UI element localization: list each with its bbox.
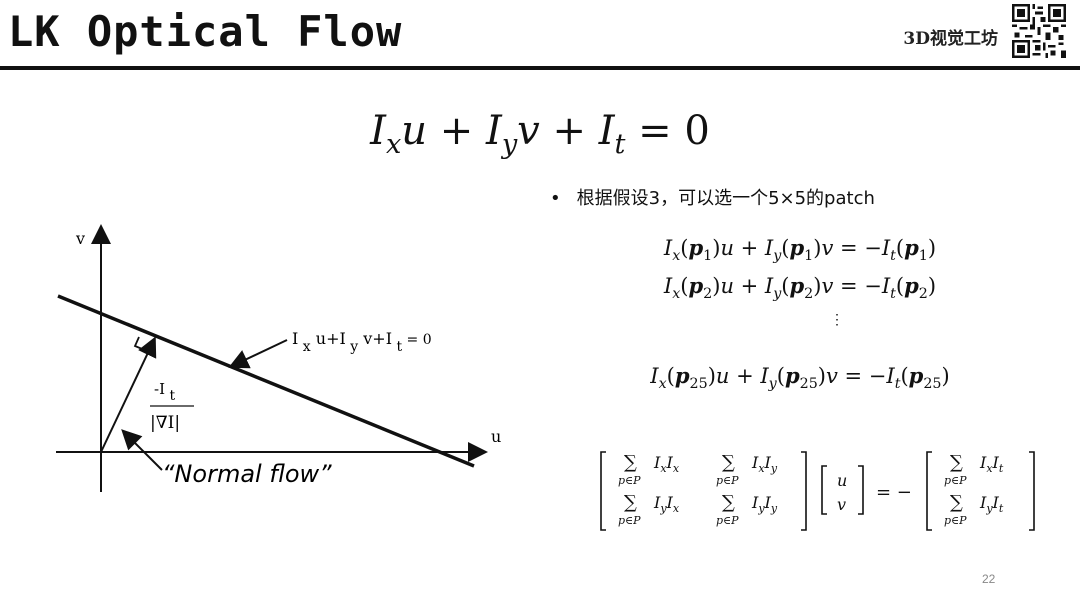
- vector-right-bracket: [858, 465, 864, 515]
- normal-flow-pointer: [121, 429, 163, 471]
- bullet-point: • 根据假设3，可以选一个5×5的patch: [550, 184, 875, 210]
- rhs-left-bracket: [926, 451, 932, 531]
- distance-denominator: |∇I|: [150, 413, 180, 433]
- svg-text:IyIy: IyIy: [751, 493, 778, 515]
- slide-title: LK Optical Flow: [8, 7, 403, 56]
- normal-flow-label: “Normal flow”: [162, 460, 332, 488]
- svg-text:∑: ∑: [950, 452, 963, 473]
- equals-minus: = −: [876, 482, 912, 503]
- system-row-1: Ix(p1)u + Iy(p1)v = −It(p1): [663, 235, 937, 265]
- svg-text:∑: ∑: [722, 492, 735, 513]
- normal-flow-diagram: v u I x u+I y v+I t = 0 -I t |∇I| “Norma…: [56, 224, 501, 492]
- vector-left-bracket: [821, 465, 827, 515]
- svg-text:p∈P: p∈P: [944, 474, 967, 487]
- svg-text:IxIt: IxIt: [979, 453, 1004, 475]
- constraint-line: [57, 294, 475, 468]
- rhs-right-bracket: [1029, 451, 1035, 531]
- normal-equation-matrix: ∑p∈P IxIx ∑p∈P IxIy ∑p∈P IyIx ∑p∈P IyIy …: [600, 451, 1035, 531]
- constraint-label: I x u+I y v+I t = 0: [292, 329, 432, 355]
- svg-text:p∈P: p∈P: [618, 514, 641, 527]
- brand-label: 3D视觉工坊: [903, 29, 998, 49]
- svg-text:∑: ∑: [624, 492, 637, 513]
- svg-text:p∈P: p∈P: [944, 514, 967, 527]
- svg-text:∑: ∑: [950, 492, 963, 513]
- vector-v: v: [837, 495, 846, 514]
- matrix-left-bracket: [600, 451, 606, 531]
- svg-text:IxIx: IxIx: [653, 453, 680, 475]
- distance-numerator: -I t: [154, 380, 175, 404]
- svg-text:IyIx: IyIx: [653, 493, 680, 515]
- svg-text:∑: ∑: [624, 452, 637, 473]
- u-axis-label: u: [491, 427, 501, 446]
- bullet-text: 根据假设3，可以选一个5×5的patch: [576, 188, 875, 209]
- svg-text:IyIt: IyIt: [979, 493, 1004, 515]
- bullet-dot-icon: •: [550, 188, 561, 209]
- v-axis-label: v: [75, 229, 85, 248]
- vector-u: u: [837, 471, 847, 490]
- svg-text:IxIy: IxIy: [751, 453, 778, 475]
- constraint-pointer: [228, 339, 288, 369]
- system-row-25: Ix(p25)u + Iy(p25)v = −It(p25): [650, 363, 950, 393]
- right-angle-mark: [133, 336, 148, 352]
- svg-text:∑: ∑: [722, 452, 735, 473]
- page-number: 22: [982, 572, 996, 586]
- main-equation: Ixu + Iyv + It = 0: [370, 108, 710, 160]
- svg-text:p∈P: p∈P: [618, 474, 641, 487]
- svg-text:p∈P: p∈P: [716, 514, 739, 527]
- vertical-ellipsis: ⋮: [830, 312, 844, 328]
- normal-vector: [100, 336, 157, 453]
- matrix-right-bracket: [801, 451, 807, 531]
- qr-code-icon: [1012, 4, 1066, 58]
- title-rule: [0, 66, 1080, 70]
- system-row-2: Ix(p2)u + Iy(p2)v = −It(p2): [663, 273, 937, 303]
- svg-text:p∈P: p∈P: [716, 474, 739, 487]
